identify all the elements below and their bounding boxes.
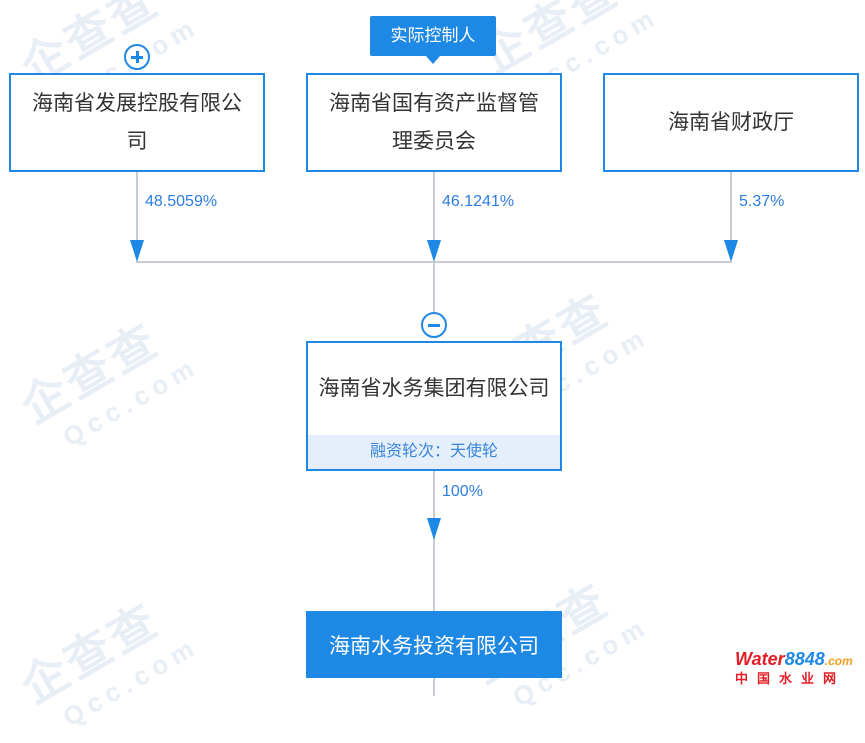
arrow-down-icon — [724, 240, 738, 262]
expand-shareholder-button[interactable] — [124, 44, 150, 70]
actual-controller-tag-pointer — [426, 56, 440, 64]
financing-round: 融资轮次：天使轮 — [308, 435, 560, 469]
shareholder-node[interactable]: 海南省财政厅 — [603, 73, 859, 172]
share-percent: 100% — [442, 483, 483, 500]
minus-icon — [428, 324, 440, 327]
water8848-logo: Water8848.com 中国水业网 — [735, 649, 853, 686]
company-name: 海南水务投资有限公司 — [329, 634, 539, 658]
subsidiary-node[interactable]: 海南水务投资有限公司 — [306, 611, 562, 678]
connector-line — [433, 471, 435, 611]
connector-line — [433, 678, 435, 696]
collapse-button[interactable] — [421, 312, 447, 338]
company-name: 海南省水务集团有限公司 — [318, 377, 550, 400]
connector-line — [136, 172, 138, 242]
shareholder-name: 海南省财政厅 — [668, 110, 794, 134]
connector-line — [730, 172, 732, 242]
shareholder-node[interactable]: 海南省国有资产监督管理委员会 — [306, 73, 562, 172]
shareholder-node[interactable]: 海南省发展控股有限公司 — [9, 73, 265, 172]
actual-controller-tag: 实际控制人 — [370, 16, 496, 56]
shareholder-name: 海南省发展控股有限公司 — [32, 91, 242, 153]
target-company-node[interactable]: 海南省水务集团有限公司 融资轮次：天使轮 — [306, 341, 562, 471]
shareholder-name: 海南省国有资产监督管理委员会 — [329, 91, 539, 153]
share-percent: 5.37% — [739, 193, 785, 210]
arrow-down-icon — [130, 240, 144, 262]
share-percent: 46.1241% — [442, 193, 515, 210]
share-percent: 48.5059% — [145, 193, 218, 210]
arrow-down-icon — [427, 240, 441, 262]
connector-line — [433, 172, 435, 242]
arrow-down-icon — [427, 518, 441, 540]
connector-line — [433, 261, 435, 313]
